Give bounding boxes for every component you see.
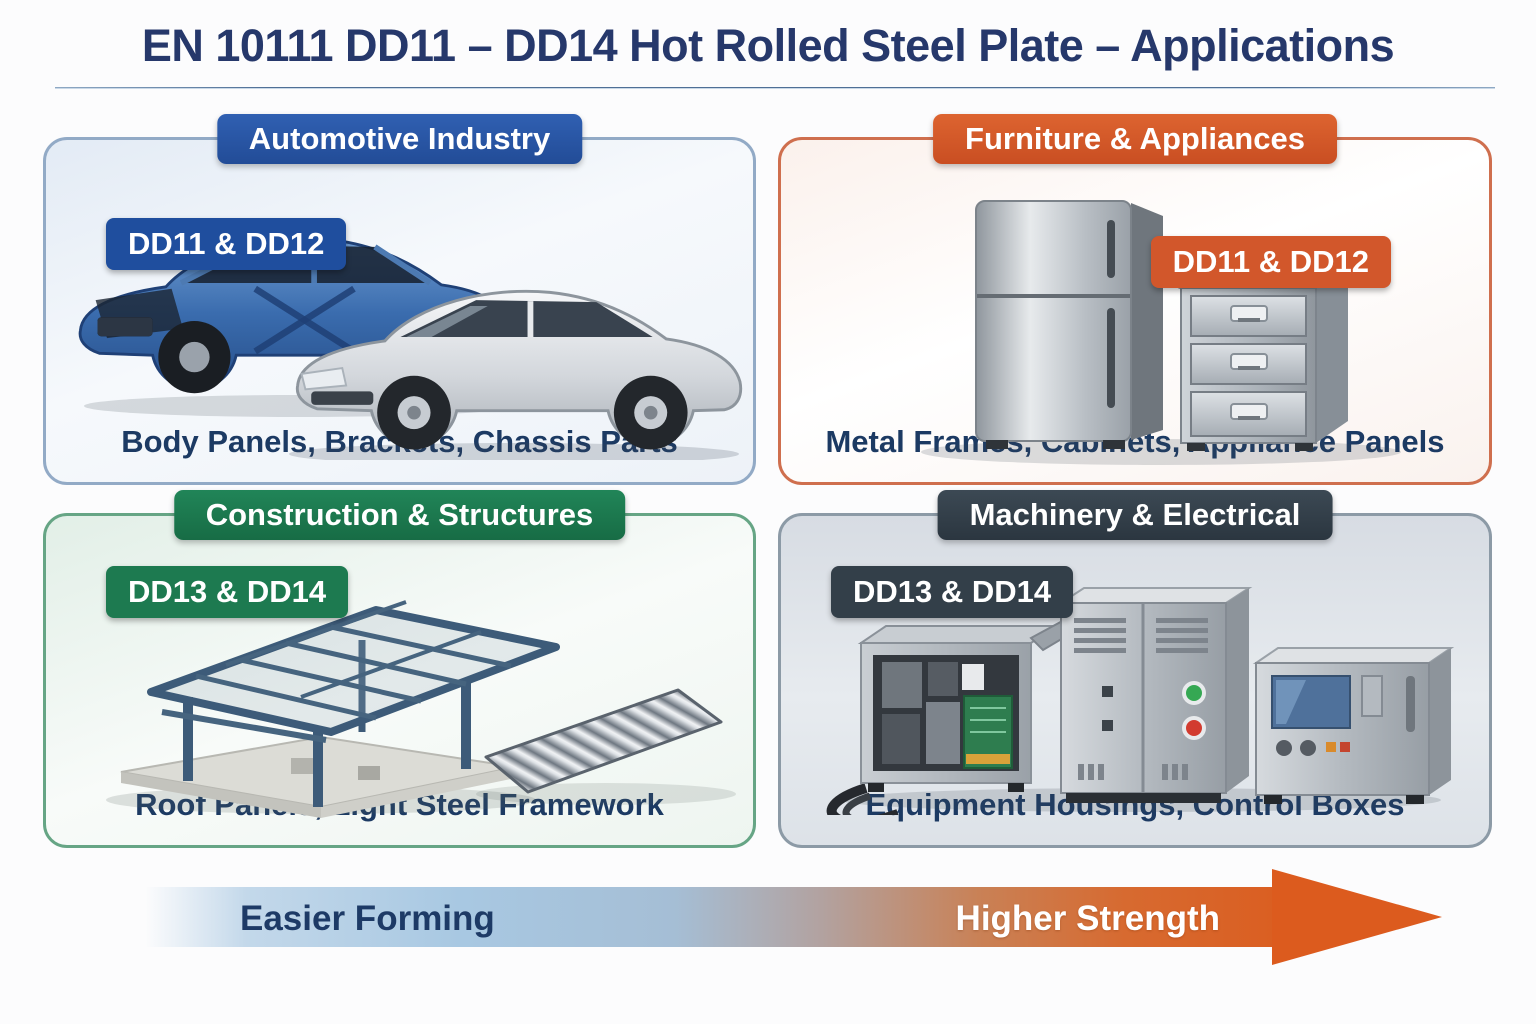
panel-machinery: Machinery & Electrical DD13 & DD14 — [778, 490, 1492, 848]
panel-construction-header: Construction & Structures — [173, 490, 626, 540]
panel-machinery-grade-badge: DD13 & DD14 — [831, 566, 1074, 618]
control-cabinets-illustration — [826, 587, 1455, 815]
title-divider — [55, 87, 1495, 89]
easier-forming-label: Easier Forming — [240, 899, 495, 938]
panel-automotive: Automotive Industry DD11 & DD12 — [43, 114, 756, 485]
panel-automotive-grade-badge: DD11 & DD12 — [106, 218, 347, 270]
fridge-cabinet-illustration — [921, 200, 1401, 465]
forming-strength-arrow: Easier Forming Higher Strength — [145, 869, 1445, 965]
arrow-head — [1272, 869, 1442, 965]
cars-illustration — [78, 236, 743, 460]
panel-furniture-header: Furniture & Appliances — [933, 114, 1337, 164]
panel-machinery-header: Machinery & Electrical — [937, 490, 1333, 540]
steel-frame-roof-illustration — [106, 600, 736, 818]
panel-construction-grade-badge: DD13 & DD14 — [106, 566, 349, 618]
panel-construction: Construction & Structures DD13 & DD14 — [43, 490, 756, 848]
panel-automotive-header: Automotive Industry — [216, 114, 583, 164]
page-title: EN 10111 DD11 – DD14 Hot Rolled Steel Pl… — [141, 20, 1395, 71]
arrow-gradient-bar — [145, 887, 1272, 947]
panel-furniture: Furniture & Appliances DD11 & DD12 — [778, 114, 1492, 485]
higher-strength-label: Higher Strength — [955, 899, 1220, 938]
panel-furniture-grade-badge: DD11 & DD12 — [1150, 236, 1391, 288]
